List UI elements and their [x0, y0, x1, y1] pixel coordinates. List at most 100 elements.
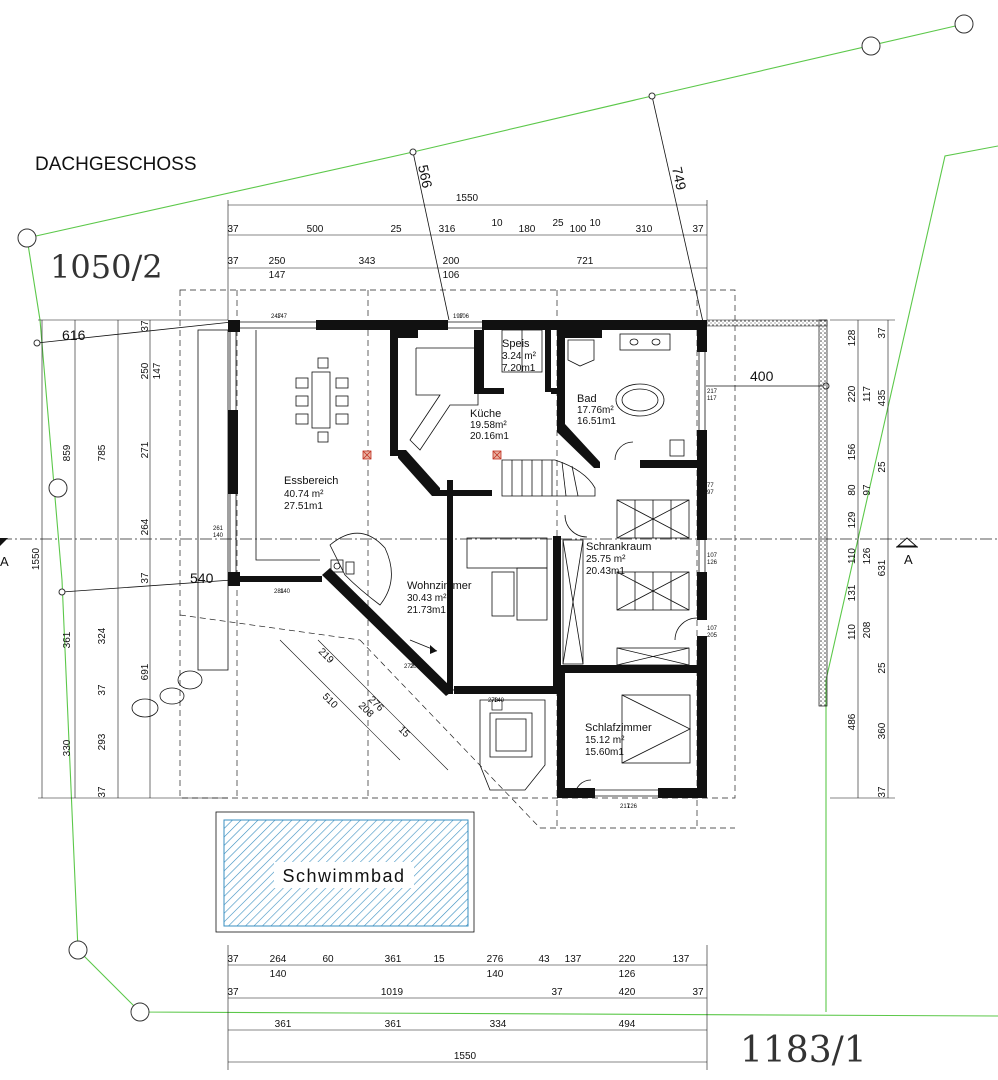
svg-text:37: 37	[877, 327, 888, 339]
svg-text:247: 247	[271, 314, 282, 320]
roof-outline	[0, 289, 998, 829]
svg-text:140: 140	[213, 533, 224, 539]
svg-text:147: 147	[152, 362, 163, 379]
svg-text:197: 197	[453, 314, 464, 320]
svg-text:27.51m1: 27.51m1	[284, 501, 323, 512]
svg-text:16.51m1: 16.51m1	[577, 416, 616, 427]
distance-label: 616	[62, 327, 86, 343]
round-table	[329, 532, 392, 606]
small-labels: 247 147 197 106 217 117 77 97 107 126 10…	[213, 314, 718, 810]
room-label-schrankraum: Schrankraum 25.75 m² 20.43m1	[586, 541, 651, 577]
svg-text:97: 97	[707, 490, 714, 496]
svg-text:106: 106	[459, 314, 470, 320]
svg-text:10: 10	[589, 218, 601, 229]
svg-text:361: 361	[62, 631, 73, 648]
terrace	[131, 319, 828, 718]
dimensions-top: 1550 37 500 25 316 10 180 25 100 10 310 …	[227, 193, 704, 281]
svg-text:494: 494	[619, 1019, 636, 1030]
svg-text:1019: 1019	[381, 987, 404, 998]
svg-text:721: 721	[577, 256, 594, 267]
svg-text:208: 208	[862, 621, 873, 638]
svg-text:15: 15	[396, 724, 412, 740]
svg-text:324: 324	[97, 627, 108, 644]
room-label-speis: Speis 3.24 m² 7.20m1	[502, 338, 537, 374]
svg-text:361: 361	[385, 1019, 402, 1030]
svg-text:A: A	[904, 552, 913, 567]
svg-text:137: 137	[673, 954, 690, 965]
distance-label: 540	[190, 570, 214, 586]
svg-text:272: 272	[404, 664, 415, 670]
svg-text:37: 37	[227, 987, 239, 998]
svg-text:37: 37	[140, 320, 151, 332]
svg-text:117: 117	[707, 396, 717, 402]
svg-text:316: 316	[439, 224, 456, 235]
svg-text:117: 117	[862, 386, 873, 402]
svg-text:129: 129	[847, 511, 858, 528]
svg-text:140: 140	[494, 698, 505, 704]
svg-text:220: 220	[619, 954, 636, 965]
svg-text:140: 140	[280, 589, 291, 595]
svg-text:420: 420	[619, 987, 636, 998]
svg-text:250: 250	[140, 362, 151, 379]
svg-text:3.24 m²: 3.24 m²	[502, 351, 537, 362]
svg-text:17.76m²: 17.76m²	[577, 405, 614, 416]
section-marker-left: A	[0, 538, 9, 569]
svg-text:37: 37	[692, 224, 704, 235]
svg-text:37: 37	[551, 987, 563, 998]
svg-text:40.74 m²: 40.74 m²	[284, 489, 324, 500]
windows	[229, 321, 706, 797]
svg-text:293: 293	[97, 733, 108, 750]
svg-text:110: 110	[847, 624, 858, 640]
svg-text:126: 126	[619, 969, 636, 980]
svg-text:785: 785	[97, 444, 108, 461]
svg-text:691: 691	[140, 663, 151, 680]
svg-text:208: 208	[410, 664, 421, 670]
svg-text:219: 219	[316, 646, 336, 666]
svg-text:435: 435	[877, 389, 888, 406]
svg-text:250: 250	[269, 256, 286, 267]
svg-text:361: 361	[385, 954, 402, 965]
walls	[228, 320, 707, 798]
svg-text:140: 140	[270, 969, 287, 980]
sofa	[466, 537, 548, 621]
plan-title: DACHGESCHOSS	[35, 154, 197, 175]
svg-text:30.43 m²: 30.43 m²	[407, 593, 447, 604]
dining-table	[295, 357, 349, 443]
svg-text:147: 147	[269, 270, 286, 281]
svg-text:140: 140	[487, 969, 504, 980]
distance-label: 400	[750, 368, 774, 384]
svg-text:310: 310	[636, 224, 653, 235]
svg-text:37: 37	[97, 684, 108, 696]
svg-text:15.12 m²: 15.12 m²	[585, 735, 625, 746]
svg-text:276: 276	[487, 954, 504, 965]
svg-text:Wohnzimmer: Wohnzimmer	[407, 580, 472, 592]
svg-text:37: 37	[692, 987, 704, 998]
room-label-bad: Bad 17.76m² 16.51m1	[577, 393, 616, 427]
pantry-shelves	[501, 329, 543, 373]
svg-text:217: 217	[707, 389, 718, 395]
svg-text:37: 37	[227, 954, 239, 965]
svg-text:25.75 m²: 25.75 m²	[586, 554, 626, 565]
svg-text:360: 360	[877, 722, 888, 739]
svg-text:510: 510	[320, 691, 340, 711]
wardrobes	[562, 499, 690, 666]
svg-text:200: 200	[443, 256, 460, 267]
boundary-point	[861, 36, 881, 56]
svg-text:20.16m1: 20.16m1	[470, 431, 509, 442]
svg-text:107: 107	[707, 553, 718, 559]
svg-text:15.60m1: 15.60m1	[585, 747, 624, 758]
room-label-essbereich: Essbereich 40.74 m² 27.51m1	[284, 475, 338, 512]
svg-text:1550: 1550	[31, 547, 42, 570]
svg-text:343: 343	[359, 256, 376, 267]
parcel-number-2: 1183/1	[740, 1030, 867, 1071]
svg-text:25: 25	[552, 218, 564, 229]
svg-text:273: 273	[488, 698, 499, 704]
svg-text:Essbereich: Essbereich	[284, 475, 338, 487]
svg-text:486: 486	[847, 713, 858, 730]
svg-text:271: 271	[140, 441, 151, 458]
svg-text:60: 60	[322, 954, 334, 965]
svg-text:37: 37	[227, 256, 239, 267]
svg-text:25: 25	[877, 662, 888, 674]
svg-text:106: 106	[443, 270, 460, 281]
svg-text:217: 217	[620, 804, 631, 810]
